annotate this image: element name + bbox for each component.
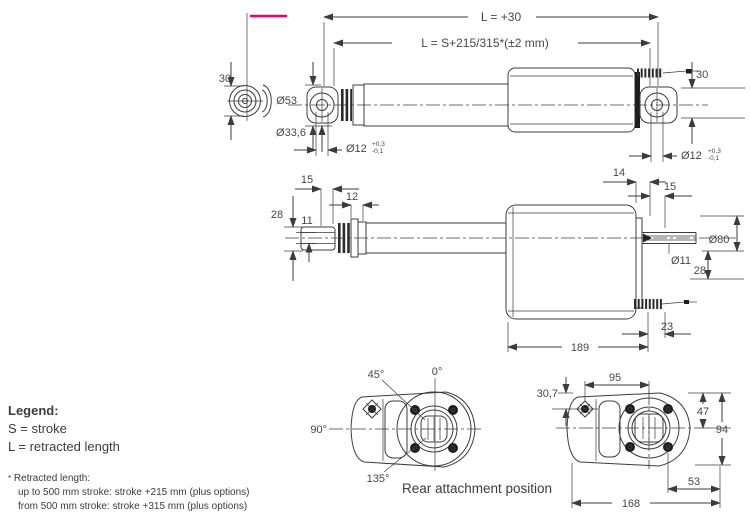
top-view-extended-actuator: 30 L = +30 L = S+215/315*(±2 mm)	[219, 10, 745, 162]
dim-text-189: 189	[571, 342, 589, 354]
dim-d11: Ø11	[668, 244, 691, 267]
tolerance-plus: +0,3	[372, 141, 385, 148]
dim-189: 189	[507, 322, 649, 354]
rear-dimension-view: 95 30,7 47 94 53	[537, 372, 731, 510]
footnote-title: Retracted length:	[13, 473, 91, 484]
dim-text-d80: Ø80	[709, 234, 730, 246]
dim-text-94: 94	[716, 424, 728, 436]
dim-retracted-length: L = S+215/315*(±2 mm)	[333, 36, 651, 86]
dim-text-30-left: 30	[219, 73, 231, 85]
dim-text-168: 168	[622, 498, 640, 510]
dim-15-right: 15	[628, 181, 692, 228]
angle-135-leader	[383, 437, 427, 473]
front-clevis-eye	[306, 86, 339, 124]
dim-168: 168	[571, 463, 721, 510]
dim-text-d53: Ø53	[276, 95, 297, 107]
bolt-holes	[625, 404, 673, 452]
dim-text-d12-right: Ø12	[681, 150, 702, 162]
dim-95: 95	[584, 372, 650, 401]
dim-text-d33-6: Ø33,6	[276, 127, 306, 139]
rear-attachment-caption: Rear attachment position	[402, 481, 552, 496]
dim-text-53: 53	[688, 476, 700, 488]
dim-d33-6: Ø33,6	[276, 125, 326, 152]
rear-attachment-position-view: 45° 0° 90° 135° Rear attachment position	[310, 366, 552, 496]
dim-28-left: 28	[271, 196, 303, 281]
dim-14: 14	[603, 167, 666, 216]
dim-d12-right: Ø12 +0,3 -0,1	[629, 112, 721, 162]
dim-23: 23	[622, 312, 691, 352]
dim-text-47: 47	[697, 406, 709, 418]
dim-text-30-7: 30,7	[537, 388, 558, 400]
angle-45-leader	[381, 379, 426, 421]
dim-12: 12	[329, 191, 379, 221]
angle-90-label: 90°	[310, 424, 327, 436]
dim-overall-length: L = +30	[323, 10, 659, 86]
dim-47: 47	[688, 392, 731, 429]
legend-retracted-line: L = retracted length	[8, 439, 120, 454]
dim-text-30-right: 30	[696, 69, 708, 81]
dim-text-d12-left: Ø12	[346, 143, 367, 155]
dim-94: 94	[695, 392, 731, 466]
rod-end-fork	[300, 226, 336, 251]
cable-connector	[686, 69, 692, 74]
dim-text-28-right: 28	[694, 265, 706, 277]
dim-d80: Ø80	[700, 215, 744, 252]
dim-text-14: 14	[613, 167, 625, 179]
cable-connector	[684, 300, 689, 304]
footnote-marker: *	[8, 474, 12, 483]
rear-housing-outline	[350, 391, 476, 468]
angle-45-label: 45°	[368, 369, 385, 381]
tolerance-plus: +0,3	[708, 148, 721, 155]
actuator-side-drawing	[300, 204, 697, 320]
dim-eye-width-right: 30	[681, 62, 745, 144]
dim-11-left: 11	[296, 215, 316, 262]
dim-text-95: 95	[609, 372, 621, 384]
motor-housing	[507, 67, 636, 133]
front-eye-end-view	[227, 84, 272, 118]
rear-clevis-eye	[639, 86, 678, 124]
dim-text-23: 23	[661, 321, 673, 333]
legend-stroke-line: S = stroke	[8, 421, 67, 436]
side-view-retracted-actuator: 15 12 28 11 14	[271, 167, 744, 354]
dim-eye-width-left: 30	[219, 62, 244, 140]
dim-text-overall: L = +30	[481, 10, 522, 24]
diamond-bolt	[362, 399, 382, 419]
dim-text-retracted: L = S+215/315*(±2 mm)	[421, 36, 549, 50]
tolerance-minus: -0,1	[708, 155, 720, 162]
legend-title: Legend:	[8, 403, 59, 418]
legend: Legend: S = stroke L = retracted length	[8, 402, 120, 456]
angle-0-label: 0°	[432, 366, 443, 378]
dim-28-right: 28	[690, 250, 744, 280]
bolt-holes	[410, 405, 458, 453]
dim-d12-left: Ø12 +0,3 -0,1	[294, 112, 385, 156]
dim-text-28-left: 28	[271, 209, 283, 221]
actuator-extended-drawing	[306, 67, 700, 133]
dim-text-d11: Ø11	[671, 255, 691, 267]
footnote-line-2: from 500 mm stroke: stroke +315 mm (plus…	[18, 501, 248, 512]
footnote-line-1: up to 500 mm stroke: stroke +215 mm (plu…	[18, 487, 250, 498]
dim-15-left: 15	[295, 174, 359, 226]
dim-53: 53	[667, 453, 721, 508]
dim-text-11-left: 11	[301, 215, 312, 227]
dim-text-15-left: 15	[301, 174, 313, 186]
footnote-title-row: * Retracted length:	[8, 472, 250, 486]
dim-text-15-right: 15	[664, 181, 676, 193]
dim-30-7: 30,7	[537, 377, 573, 426]
dim-text-12: 12	[346, 191, 358, 203]
rear-mount-plate	[635, 217, 643, 309]
footnote: * Retracted length: up to 500 mm stroke:…	[8, 472, 250, 514]
tolerance-minus: -0,1	[372, 148, 384, 155]
gear-housing	[505, 204, 637, 320]
angle-135-label: 135°	[367, 473, 390, 485]
